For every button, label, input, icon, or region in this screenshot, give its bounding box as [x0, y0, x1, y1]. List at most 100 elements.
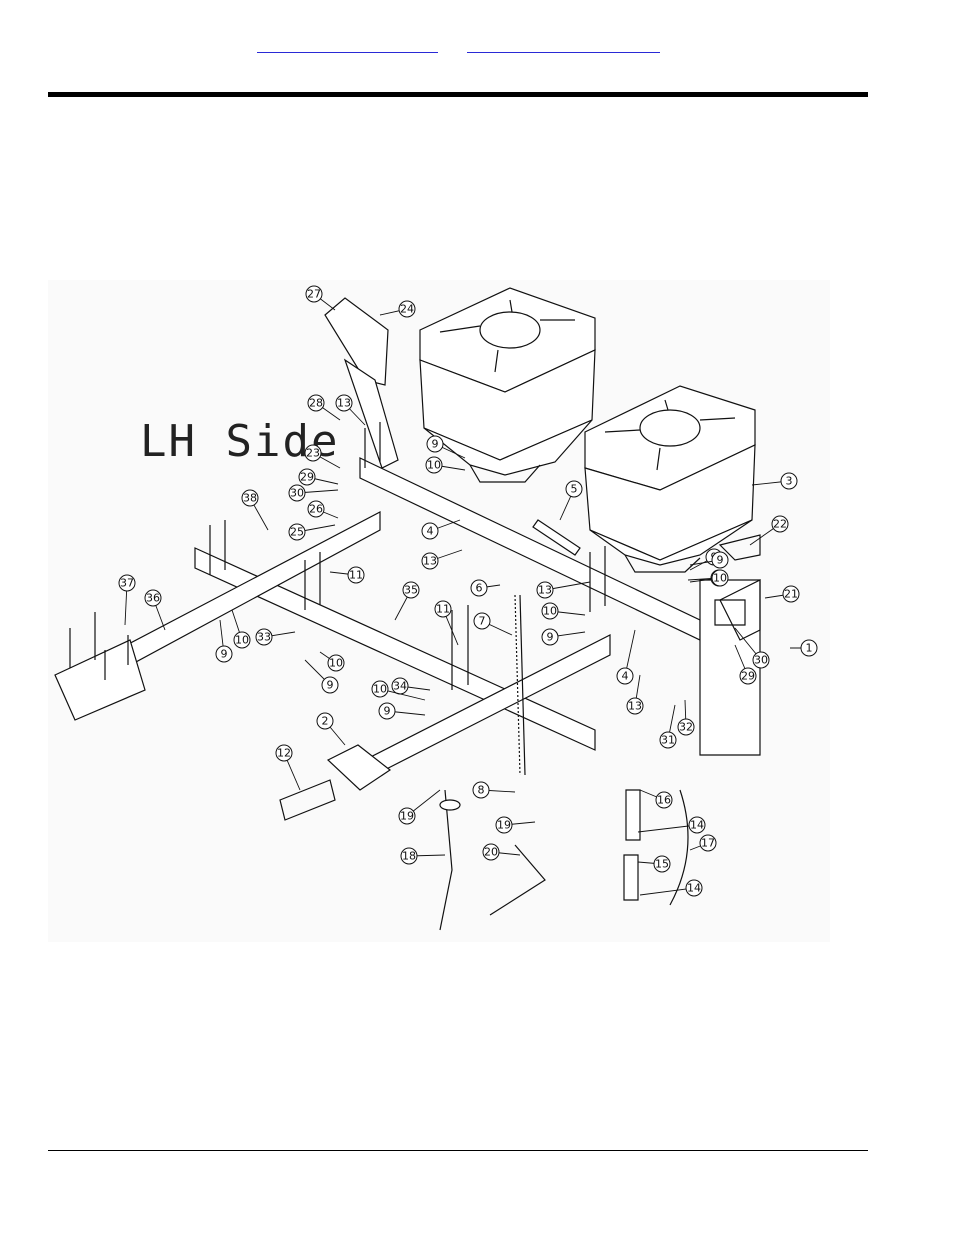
svg-text:10: 10: [427, 459, 441, 472]
callout-30: 30: [753, 652, 769, 668]
svg-text:10: 10: [329, 657, 343, 670]
svg-text:18: 18: [402, 850, 416, 863]
callout-10: 10: [426, 457, 442, 473]
callout-33: 33: [256, 629, 272, 645]
svg-text:3: 3: [786, 475, 793, 488]
hopper-front: [585, 386, 755, 572]
callout-24: 24: [399, 301, 415, 317]
callout-10: 10: [712, 570, 728, 586]
callout-23: 23: [305, 445, 321, 461]
svg-text:9: 9: [432, 438, 439, 451]
svg-text:25: 25: [290, 526, 304, 539]
svg-text:19: 19: [497, 819, 511, 832]
callout-10: 10: [542, 603, 558, 619]
callout-32: 32: [678, 719, 694, 735]
callout-4: 4: [617, 668, 633, 684]
svg-text:4: 4: [427, 525, 434, 538]
callout-9: 9: [216, 646, 232, 662]
svg-text:6: 6: [476, 582, 483, 595]
svg-text:13: 13: [337, 397, 351, 410]
callout-9: 9: [542, 629, 558, 645]
callout-10: 10: [328, 655, 344, 671]
svg-text:10: 10: [235, 634, 249, 647]
callout-18: 18: [401, 848, 417, 864]
svg-text:21: 21: [784, 588, 798, 601]
callout-19: 19: [496, 817, 512, 833]
svg-text:10: 10: [543, 605, 557, 618]
svg-text:30: 30: [754, 654, 768, 667]
svg-text:30: 30: [290, 487, 304, 500]
svg-text:13: 13: [423, 555, 437, 568]
callout-3: 3: [781, 473, 797, 489]
svg-text:29: 29: [741, 670, 755, 683]
svg-text:5: 5: [571, 483, 578, 496]
svg-text:2: 2: [322, 715, 329, 728]
svg-text:22: 22: [773, 518, 787, 531]
svg-text:1: 1: [806, 642, 813, 655]
callout-35: 35: [403, 582, 419, 598]
svg-text:33: 33: [257, 631, 271, 644]
callout-25: 25: [289, 524, 305, 540]
callout-9: 9: [427, 436, 443, 452]
callout-4: 4: [422, 523, 438, 539]
callout-9: 9: [712, 552, 728, 568]
callout-27: 27: [306, 286, 322, 302]
callout-29: 29: [299, 469, 315, 485]
callout-26: 26: [308, 501, 324, 517]
svg-text:19: 19: [400, 810, 414, 823]
callout-13: 13: [537, 582, 553, 598]
svg-text:26: 26: [309, 503, 323, 516]
callout-5: 5: [566, 481, 582, 497]
callout-38: 38: [242, 490, 258, 506]
svg-text:23: 23: [306, 447, 320, 460]
callout-11: 11: [348, 567, 364, 583]
svg-text:9: 9: [384, 705, 391, 718]
svg-text:13: 13: [538, 584, 552, 597]
svg-text:38: 38: [243, 492, 257, 505]
callout-9: 9: [322, 677, 338, 693]
svg-text:28: 28: [309, 397, 323, 410]
svg-text:8: 8: [478, 784, 485, 797]
svg-text:27: 27: [307, 288, 321, 301]
svg-text:9: 9: [547, 631, 554, 644]
callout-14: 14: [689, 817, 705, 833]
callout-11: 11: [435, 601, 451, 617]
svg-text:16: 16: [657, 794, 671, 807]
svg-text:34: 34: [393, 680, 407, 693]
callout-21: 21: [783, 586, 799, 602]
callout-8: 8: [473, 782, 489, 798]
callout-2: 2: [317, 713, 333, 729]
svg-text:14: 14: [687, 882, 701, 895]
callout-34: 34: [392, 678, 408, 694]
svg-text:31: 31: [661, 734, 675, 747]
callout-6: 6: [471, 580, 487, 596]
callout-28: 28: [308, 395, 324, 411]
svg-text:17: 17: [701, 837, 715, 850]
svg-text:36: 36: [146, 592, 160, 605]
callout-10: 10: [234, 632, 250, 648]
callout-1: 1: [801, 640, 817, 656]
callout-10: 10: [372, 681, 388, 697]
svg-text:9: 9: [221, 648, 228, 661]
callout-30: 30: [289, 485, 305, 501]
callout-9: 9: [379, 703, 395, 719]
svg-text:7: 7: [479, 615, 486, 628]
callout-15: 15: [654, 856, 670, 872]
svg-text:9: 9: [717, 554, 724, 567]
svg-text:10: 10: [373, 683, 387, 696]
callout-22: 22: [772, 516, 788, 532]
callout-19: 19: [399, 808, 415, 824]
callout-14: 14: [686, 880, 702, 896]
svg-text:13: 13: [628, 700, 642, 713]
callout-37: 37: [119, 575, 135, 591]
svg-text:11: 11: [349, 569, 363, 582]
callout-13: 13: [422, 553, 438, 569]
callout-13: 13: [336, 395, 352, 411]
callout-17: 17: [700, 835, 716, 851]
callout-31: 31: [660, 732, 676, 748]
svg-text:14: 14: [690, 819, 704, 832]
svg-text:32: 32: [679, 721, 693, 734]
hopper-rear: [420, 288, 595, 482]
callout-20: 20: [483, 844, 499, 860]
